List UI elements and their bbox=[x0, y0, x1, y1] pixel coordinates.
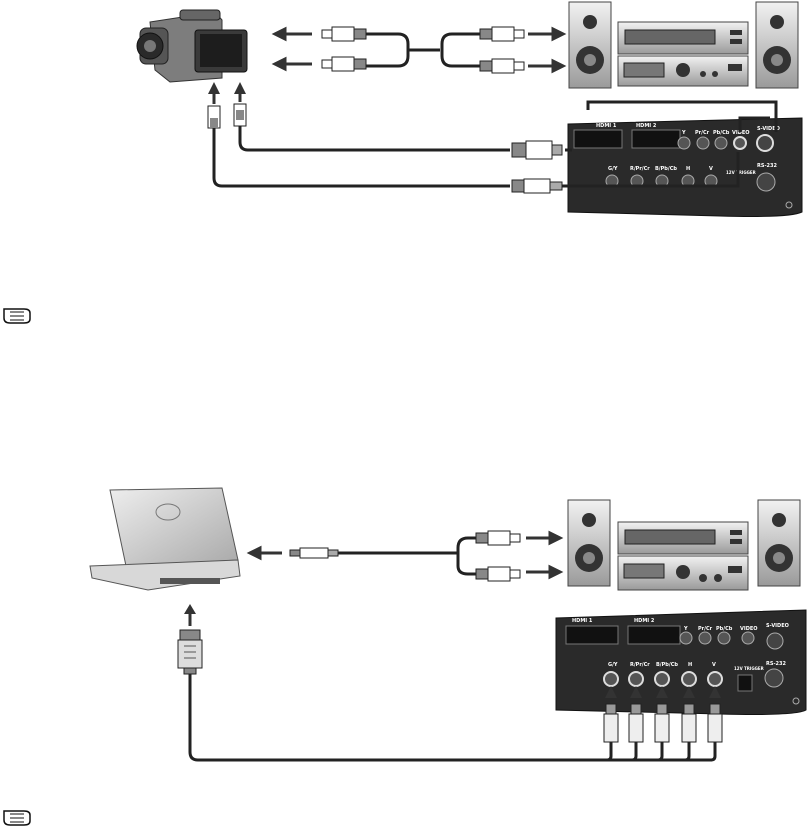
hdmi1-label: HDMI 1 bbox=[596, 123, 617, 129]
minijack-to-rca-cable bbox=[290, 531, 520, 581]
pb-label: Pb/Cb bbox=[713, 130, 730, 136]
pb-label: Pb/Cb bbox=[716, 626, 733, 632]
audio-arrows-to-stereo bbox=[528, 29, 563, 71]
rs232-label: RS-232 bbox=[757, 163, 777, 169]
pr-label: Pr/Cr bbox=[695, 130, 710, 136]
v-label: V bbox=[712, 662, 716, 668]
rca-plug bbox=[480, 27, 524, 41]
vga-plug bbox=[178, 604, 202, 674]
bottom-diagram: HDMI 1 HDMI 2 Y Pr/Cr Pb/Cb VIDEO S-VIDE… bbox=[90, 488, 806, 760]
camcorder-icon bbox=[137, 10, 247, 82]
hdmi1-label: HDMI 1 bbox=[572, 618, 593, 624]
y-label: Y bbox=[683, 626, 688, 632]
bpb-label: B/Pb/Cb bbox=[656, 662, 678, 668]
stereo-system-icon bbox=[568, 500, 800, 590]
rpr-label: R/Pr/Cr bbox=[630, 166, 650, 172]
gy-label: G/Y bbox=[608, 662, 618, 668]
video-label: VIDEO bbox=[740, 626, 758, 632]
svideo-port bbox=[757, 135, 773, 151]
camcorder-video-plugs bbox=[208, 82, 246, 128]
svideo-plug bbox=[512, 141, 562, 159]
gy-label: G/Y bbox=[608, 166, 618, 172]
rca-plug bbox=[476, 531, 520, 545]
h-label: H bbox=[688, 662, 692, 668]
v-label: V bbox=[709, 166, 713, 172]
laptop-icon bbox=[90, 488, 240, 590]
rca-video-plug bbox=[512, 179, 562, 193]
rca-plug bbox=[322, 27, 366, 41]
audio-arrows-to-stereo bbox=[526, 533, 560, 577]
audio-arrows-to-camcorder bbox=[275, 29, 312, 69]
video-port bbox=[734, 137, 746, 149]
svideo-label: S-VIDEO bbox=[766, 623, 789, 629]
projector-input-panel: HDMI 1 HDMI 2 Y Pr/Cr Pb/Cb VIDEO S-VIDE… bbox=[556, 610, 806, 715]
note-hand-icon bbox=[4, 811, 30, 825]
rs232-label: RS-232 bbox=[766, 661, 786, 667]
y-label: Y bbox=[681, 130, 686, 136]
trigger-label: 12V TRIGGER bbox=[734, 666, 764, 671]
rca-plug bbox=[476, 567, 520, 581]
note-hand-icon bbox=[4, 309, 30, 323]
top-diagram: HDMI 1 HDMI 2 Y Pr/Cr Pb/Cb VIDEO S-VIDE… bbox=[137, 2, 802, 217]
hdmi2-label: HDMI 2 bbox=[636, 123, 657, 129]
hdmi2-label: HDMI 2 bbox=[634, 618, 655, 624]
h-label: H bbox=[686, 166, 690, 172]
stereo-system-icon bbox=[569, 2, 798, 88]
pr-label: Pr/Cr bbox=[698, 626, 713, 632]
rca-plug bbox=[480, 59, 524, 73]
rca-plug bbox=[322, 57, 366, 71]
projector-input-panel: HDMI 1 HDMI 2 Y Pr/Cr Pb/Cb VIDEO S-VIDE… bbox=[568, 118, 802, 217]
bpb-label: B/Pb/Cb bbox=[655, 166, 677, 172]
audio-arrow-to-laptop bbox=[250, 548, 282, 558]
trigger-label: 12V TRIGGER bbox=[726, 170, 756, 175]
rca-audio-cable bbox=[322, 27, 524, 73]
rpr-label: R/Pr/Cr bbox=[630, 662, 650, 668]
